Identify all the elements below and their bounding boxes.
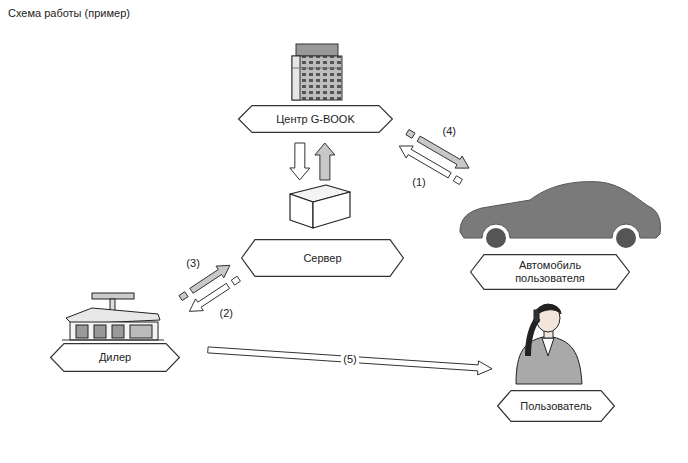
- node-label: Автомобиль пользователя: [492, 259, 608, 285]
- car-icon: [460, 182, 661, 248]
- dealer-icon: [62, 293, 164, 340]
- flow-arrow: [290, 143, 310, 180]
- hexagon-label: Сервер: [241, 239, 404, 277]
- hexagon-label: Пользователь: [497, 390, 615, 422]
- callout-number: (5): [341, 353, 358, 366]
- flow-arrow: [315, 143, 335, 180]
- label-node: Автомобиль пользователя: [458, 178, 660, 290]
- flow-arrow: [399, 146, 462, 185]
- flow-arrow: [406, 130, 469, 169]
- label-node: Пользователь: [500, 305, 612, 422]
- person-icon: [516, 304, 582, 384]
- flow-arrow: [208, 347, 492, 375]
- arrow-part: [231, 276, 240, 285]
- arrow-part: [179, 292, 188, 301]
- arrow-part: [315, 143, 335, 180]
- callout-number: (4): [441, 125, 458, 138]
- node-label: Сервер: [303, 252, 341, 265]
- callout-number: (2): [218, 307, 235, 320]
- label-node: Дилер: [50, 292, 180, 372]
- node-label: Дилер: [99, 351, 131, 364]
- hexagon-label: Центр G-BOOK: [238, 105, 393, 133]
- building-icon: [292, 44, 342, 100]
- node-label: Пользователь: [520, 400, 591, 413]
- label-node: Сервер: [241, 183, 404, 277]
- flow-arrow: [179, 265, 230, 300]
- hexagon-label: Автомобиль пользователя: [470, 254, 630, 290]
- label-node: Центр G-BOOK: [238, 40, 393, 133]
- callout-number: (1): [410, 176, 427, 189]
- diagram-title: Схема работы (пример): [8, 7, 130, 19]
- arrow-part: [453, 176, 462, 185]
- node-label: Центр G-BOOK: [276, 113, 355, 126]
- arrow-part: [406, 130, 415, 139]
- arrow-part: [208, 347, 492, 375]
- hexagon-label: Дилер: [50, 343, 180, 372]
- arrow-part: [290, 143, 310, 180]
- arrow-part: [417, 136, 469, 168]
- server-icon: [290, 185, 350, 228]
- callout-number: (3): [184, 257, 201, 270]
